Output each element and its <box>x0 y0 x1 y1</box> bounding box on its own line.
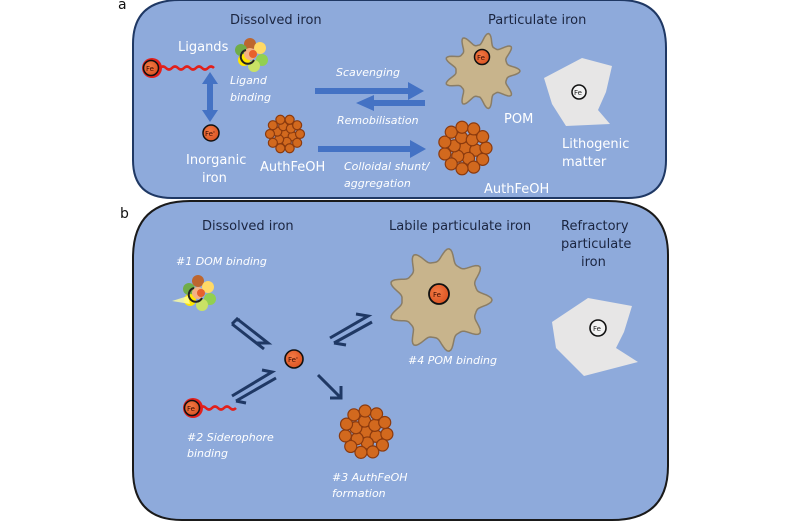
panel-b-label: b <box>120 206 129 222</box>
authfeoh-formation-label-line1: #3 AuthFeOH <box>332 471 408 484</box>
authfeoh-particle <box>354 445 368 459</box>
dom-cluster-icon <box>172 275 216 311</box>
authfeoh-particle <box>444 125 458 139</box>
authfeoh-particle <box>438 147 452 161</box>
particulate-iron-title-a: Particulate iron <box>488 13 586 28</box>
panel-b-background <box>132 200 669 521</box>
colloidal-shunt-label-line1: Colloidal shunt/ <box>344 160 431 173</box>
authfeoh-particle <box>267 120 278 131</box>
authfeoh-particle <box>292 120 303 131</box>
inorganic-iron-label-line2: iron <box>202 171 227 186</box>
pom-binding-label: #4 POM binding <box>408 354 497 367</box>
remobilisation-label: Remobilisation <box>337 114 419 127</box>
authfeoh-particle <box>369 407 384 421</box>
authfeoh-particle <box>378 415 392 430</box>
svg-text:Fe': Fe' <box>205 130 215 138</box>
scavenging-label: Scavenging <box>336 66 400 79</box>
ligand-binding-label-line1: Ligand <box>230 74 268 87</box>
authfeoh-particle <box>438 135 452 149</box>
authfeoh-particle <box>284 114 295 125</box>
pom-equilibrium-arrow-icon <box>329 312 373 347</box>
refractory-particle-icon: Fe <box>552 298 638 376</box>
authfeoh-particle <box>380 427 394 441</box>
svg-text:Fe: Fe <box>477 54 485 62</box>
lithogenic-particle-icon: Fe <box>544 58 612 126</box>
panel-a-label: a <box>118 0 127 13</box>
svg-text:Fe: Fe <box>433 291 441 299</box>
authfeoh-particle <box>344 439 358 454</box>
authfeoh-formation-arrow-icon <box>316 373 343 400</box>
authfeoh-particulate-label: AuthFeOH <box>484 182 549 197</box>
siderophore-binding-label-line2: binding <box>187 447 228 460</box>
authfeoh-particle <box>284 143 295 154</box>
siderophore-equilibrium-arrow-icon <box>231 368 277 405</box>
labile-particulate-title: Labile particulate iron <box>389 219 531 234</box>
siderophore-binding-label-line1: #2 Siderophore <box>187 431 274 444</box>
dissolved-iron-title-a: Dissolved iron <box>230 13 322 28</box>
authfeoh-particle <box>375 438 390 452</box>
authfeoh-particle <box>292 137 303 148</box>
siderophore-icon: Fe <box>142 58 215 78</box>
authfeoh-particle <box>347 408 361 422</box>
svg-text:Fe: Fe <box>593 325 601 333</box>
authfeoh-particle <box>476 152 490 166</box>
authfeoh-particle <box>264 128 276 140</box>
remobilisation-arrow-icon <box>356 95 425 111</box>
authfeoh-dissolved-label: AuthFeOH <box>260 160 325 175</box>
inorganic-iron-label-line1: Inorganic <box>186 153 246 168</box>
authfeoh-particle <box>467 122 481 136</box>
lithogenic-label-line2: matter <box>562 155 607 170</box>
siderophore-icon: Fe <box>183 398 237 418</box>
colloidal-shunt-arrow-icon <box>318 140 426 158</box>
refractory-title-line1: Refractory <box>561 219 629 234</box>
svg-text:Fe: Fe <box>574 89 582 97</box>
inorganic-iron-icon: Fe' <box>202 124 220 142</box>
ligand-binding-arrow-icon <box>202 72 218 122</box>
ligand-binding-label-line2: binding <box>230 91 271 104</box>
authfeoh-particle <box>467 160 481 174</box>
authfeoh-formation-label-line2: formation <box>332 487 386 500</box>
authfeoh-particle <box>358 404 372 418</box>
ligands-label: Ligands <box>178 40 229 55</box>
pom-particle-icon: Fe <box>445 32 521 110</box>
refractory-title-line2: particulate <box>561 237 631 252</box>
dom-binding-label: #1 DOM binding <box>176 255 267 268</box>
panel-a-background <box>132 0 667 199</box>
colloidal-shunt-label-line2: aggregation <box>344 177 411 190</box>
panel-a: a Dissolved iron Particulate iron Ligand… <box>118 0 667 199</box>
svg-text:Fe': Fe' <box>288 356 298 364</box>
scavenging-arrow-icon <box>315 82 424 100</box>
lithogenic-label-line1: Lithogenic <box>562 137 629 152</box>
authfeoh-particle <box>267 137 278 148</box>
authfeoh-particle <box>275 143 286 154</box>
authfeoh-cluster-icon <box>338 404 394 459</box>
authfeoh-particle <box>479 141 493 155</box>
authfeoh-particle <box>275 114 286 125</box>
panel-b: b Dissolved iron Labile particulate iron… <box>120 200 669 521</box>
authfeoh-particle <box>476 130 490 144</box>
authfeoh-particle <box>444 157 458 171</box>
svg-text:Fe: Fe <box>146 65 154 73</box>
pom-label: POM <box>504 112 533 127</box>
authfeoh-large-cluster-icon <box>438 120 493 176</box>
refractory-title-line3: iron <box>581 255 606 270</box>
pom-particle-icon: Fe <box>390 248 493 352</box>
authfeoh-particle <box>339 417 354 431</box>
inorganic-iron-icon: Fe' <box>284 349 304 369</box>
dissolved-iron-title-b: Dissolved iron <box>202 219 294 234</box>
authfeoh-particle <box>455 120 469 134</box>
authfeoh-particle <box>338 429 352 443</box>
authfeoh-particle <box>455 162 469 176</box>
authfeoh-particle <box>294 128 306 140</box>
authfeoh-small-cluster-icon <box>264 114 306 154</box>
dom-cluster-icon <box>235 38 268 72</box>
svg-text:Fe: Fe <box>187 405 195 413</box>
authfeoh-particle <box>366 445 380 459</box>
dom-equilibrium-arrow-icon <box>230 316 273 351</box>
